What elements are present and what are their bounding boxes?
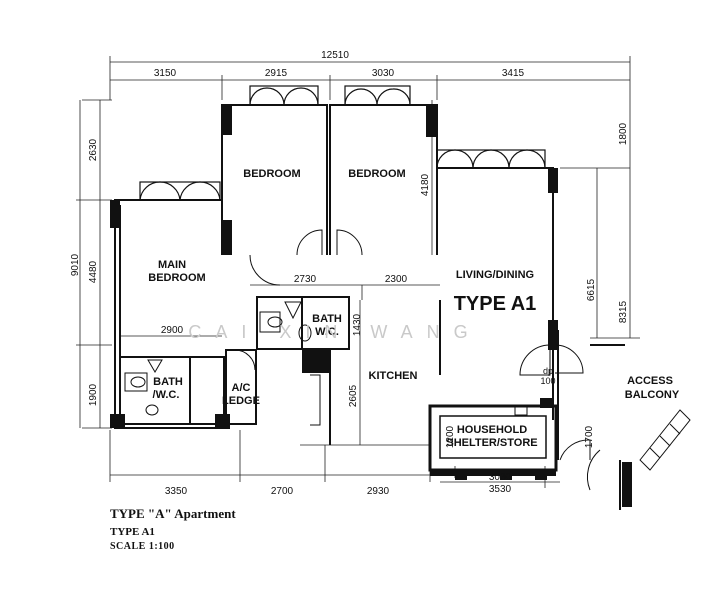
dim-bottom-2: 2700 [271, 486, 294, 497]
dim-overall-top: 12510 [321, 50, 349, 61]
room-ac-ledge-line1: A/C [232, 382, 251, 394]
dim-4180: 4180 [420, 173, 431, 196]
room-household-line1: HOUSEHOLD [457, 424, 527, 436]
dim-top-4: 3415 [502, 68, 525, 79]
room-bath-lower-line1: BATH [153, 376, 183, 388]
room-bath-upper-line1: BATH [312, 313, 342, 325]
dim-1700: 1700 [584, 425, 595, 448]
dim-left-3: 1900 [88, 383, 99, 406]
watermark: CAI XIN WANG [188, 322, 481, 342]
room-type-a1: TYPE A1 [454, 293, 537, 315]
dimension-lines [76, 56, 640, 488]
downpipe-label-line1: dp [543, 366, 553, 376]
room-bath-lower-line2: /W.C. [153, 389, 180, 401]
dim-2730: 2730 [294, 274, 317, 285]
dim-top-2: 2915 [265, 68, 288, 79]
walls [114, 104, 625, 510]
caption-scale: SCALE 1:100 [110, 541, 175, 552]
room-access-balcony-line2: BALCONY [625, 389, 680, 401]
dim-2300: 2300 [385, 274, 408, 285]
fixtures [124, 301, 528, 416]
dim-3530: 3530 [489, 484, 512, 495]
room-access-balcony-line1: ACCESS [627, 375, 673, 387]
dim-1430: 1430 [352, 313, 363, 336]
dim-right-3: 6615 [586, 278, 597, 301]
dim-left-2: 4480 [88, 260, 99, 283]
dim-right-1: 1800 [618, 122, 629, 145]
dim-top-3: 3030 [372, 68, 395, 79]
caption-type: TYPE A1 [110, 526, 155, 538]
dim-2605: 2605 [348, 384, 359, 407]
room-household-line2: SHELTER/STORE [446, 437, 537, 449]
dim-2900: 2900 [161, 325, 184, 336]
room-bedroom-2: BEDROOM [348, 168, 405, 180]
dim-3030: 3030 [489, 472, 512, 483]
wall-posts [110, 105, 632, 507]
balcony-stair [639, 409, 691, 471]
caption-title: TYPE "A" Apartment [110, 506, 236, 521]
dim-left-overall: 9010 [70, 253, 81, 276]
room-ac-ledge-line2: LEDGE [222, 395, 260, 407]
dim-right-2: 8315 [618, 300, 629, 323]
room-main-bedroom-line1: MAIN [158, 259, 186, 271]
dimension-labels: 12510 3150 2915 3030 3415 9010 2630 4480… [70, 50, 629, 497]
room-labels: BEDROOM BEDROOM MAIN BEDROOM LIVING/DINI… [148, 168, 680, 449]
room-living-dining: LIVING/DINING [456, 269, 534, 281]
room-main-bedroom-line2: BEDROOM [148, 272, 205, 284]
dim-bottom-3: 2930 [367, 486, 390, 497]
downpipe-label-line2: 100 [540, 376, 555, 386]
windows [139, 85, 546, 201]
room-bedroom-1: BEDROOM [243, 168, 300, 180]
room-bath-upper-line2: W.C. [315, 326, 339, 338]
dim-top-1: 3150 [154, 68, 177, 79]
dim-left-1: 2630 [88, 138, 99, 161]
room-kitchen: KITCHEN [369, 370, 418, 382]
doors [234, 229, 601, 491]
dim-1200: 1200 [445, 425, 456, 448]
dim-bottom-1: 3350 [165, 486, 188, 497]
